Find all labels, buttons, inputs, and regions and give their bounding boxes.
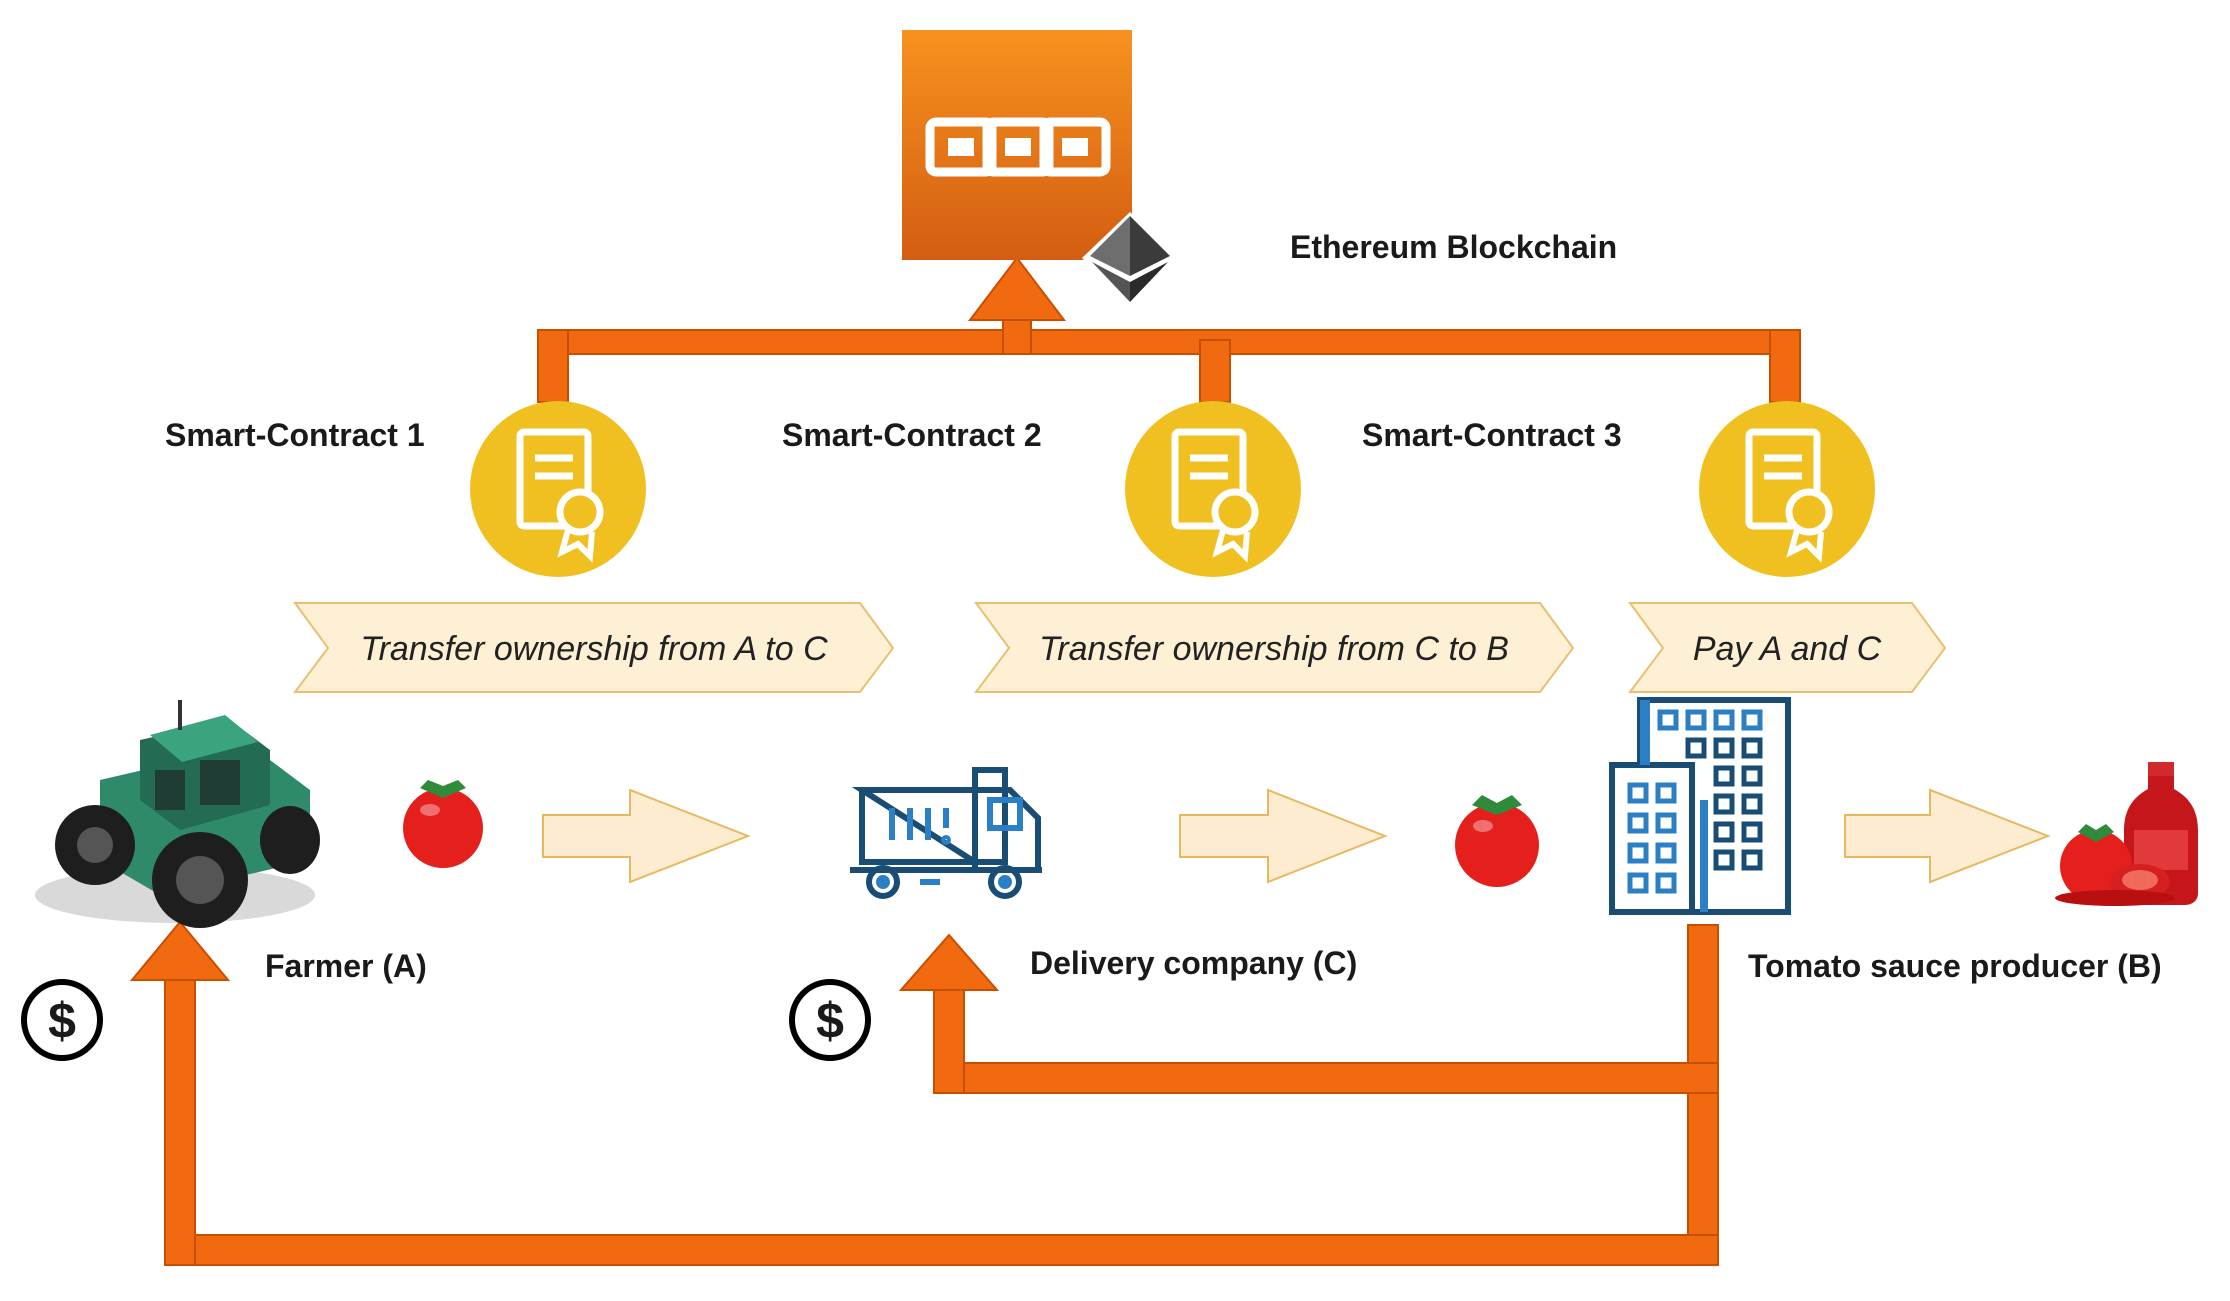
smart-contract-3-icon — [1699, 401, 1875, 577]
payment-dollar-icon-2: $ — [789, 979, 871, 1061]
smart-contract-2-label: Smart-Contract 2 — [782, 417, 1042, 453]
tomato-icon-1 — [403, 780, 483, 868]
tomato-sauce-icon — [2055, 762, 2198, 906]
blockchain-icon — [902, 30, 1132, 260]
arrowhead-to-farmer — [129, 920, 231, 981]
delivery-company-label: Delivery company (C) — [1030, 945, 1357, 981]
smart-contract-3-label: Smart-Contract 3 — [1362, 417, 1622, 453]
payment-arrows — [129, 920, 1719, 1266]
flow-arrow-1 — [542, 788, 751, 884]
tractor-icon — [35, 700, 320, 928]
tomato-icon-2 — [1455, 795, 1539, 887]
delivery-truck-icon — [850, 767, 1042, 899]
blockchain-label: Ethereum Blockchain — [1290, 229, 1617, 265]
arrowhead-to-delivery — [898, 933, 1000, 991]
smart-contract-2-icon — [1125, 401, 1301, 577]
flow-arrow-3 — [1844, 788, 2051, 884]
arrowhead-to-blockchain — [967, 256, 1067, 321]
payment-symbol-1: $ — [48, 993, 76, 1049]
step-chevron-2: Transfer ownership from C to B — [974, 602, 1575, 693]
payment-dollar-icon-1: $ — [21, 979, 103, 1061]
step-1-text: Transfer ownership from A to C — [360, 630, 828, 668]
smart-contract-1-icon — [470, 401, 646, 577]
payment-symbol-2: $ — [816, 993, 844, 1049]
step-chevron-3: Pay A and C — [1628, 602, 1947, 693]
smart-contract-1-label: Smart-Contract 1 — [165, 417, 425, 453]
contract-to-blockchain-connectors — [537, 256, 1801, 403]
step-3-text: Pay A and C — [1693, 630, 1882, 668]
factory-building-icon — [1609, 697, 1791, 915]
flow-arrow-2 — [1179, 788, 1388, 884]
farmer-label: Farmer (A) — [265, 948, 427, 984]
ethereum-logo-icon — [1082, 212, 1178, 306]
step-2-text: Transfer ownership from C to B — [1039, 630, 1509, 668]
step-chevron-1: Transfer ownership from A to C — [293, 602, 895, 693]
producer-label: Tomato sauce producer (B) — [1748, 948, 2162, 984]
